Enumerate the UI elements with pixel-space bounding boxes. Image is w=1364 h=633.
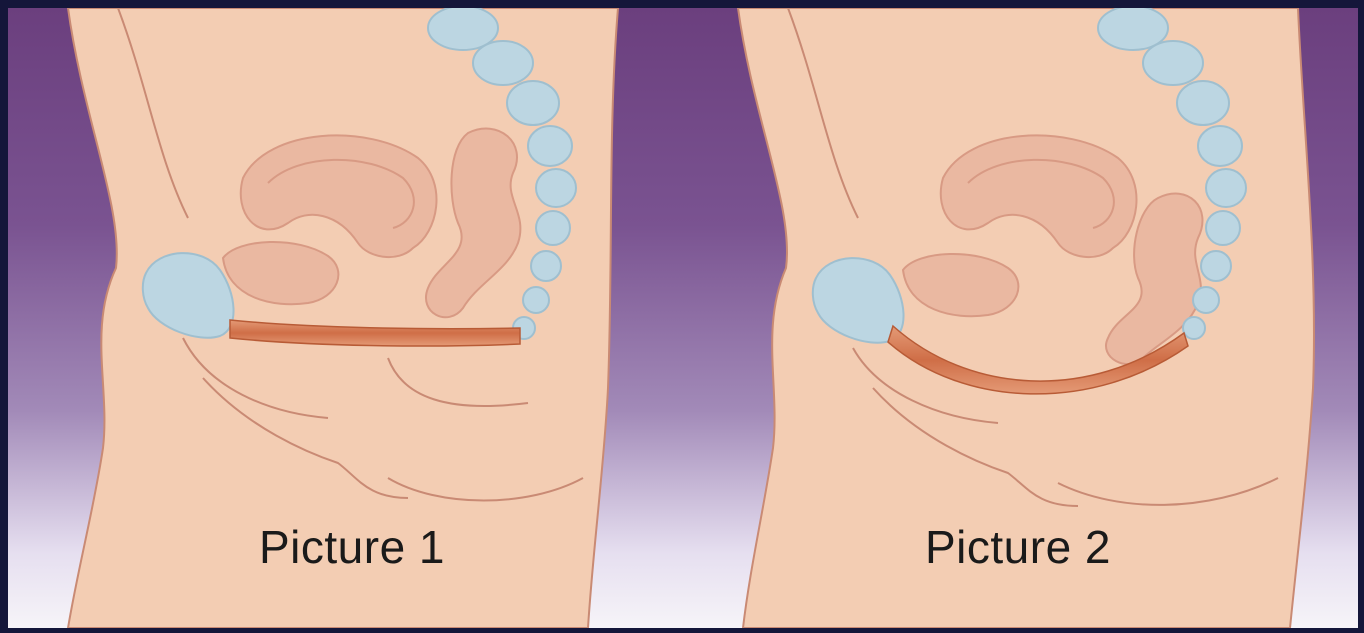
panel-2-caption: Picture 2 <box>848 520 1188 574</box>
panel-1-caption: Picture 1 <box>182 520 522 574</box>
diagram-frame: Picture 1 Picture 2 <box>8 8 1358 628</box>
